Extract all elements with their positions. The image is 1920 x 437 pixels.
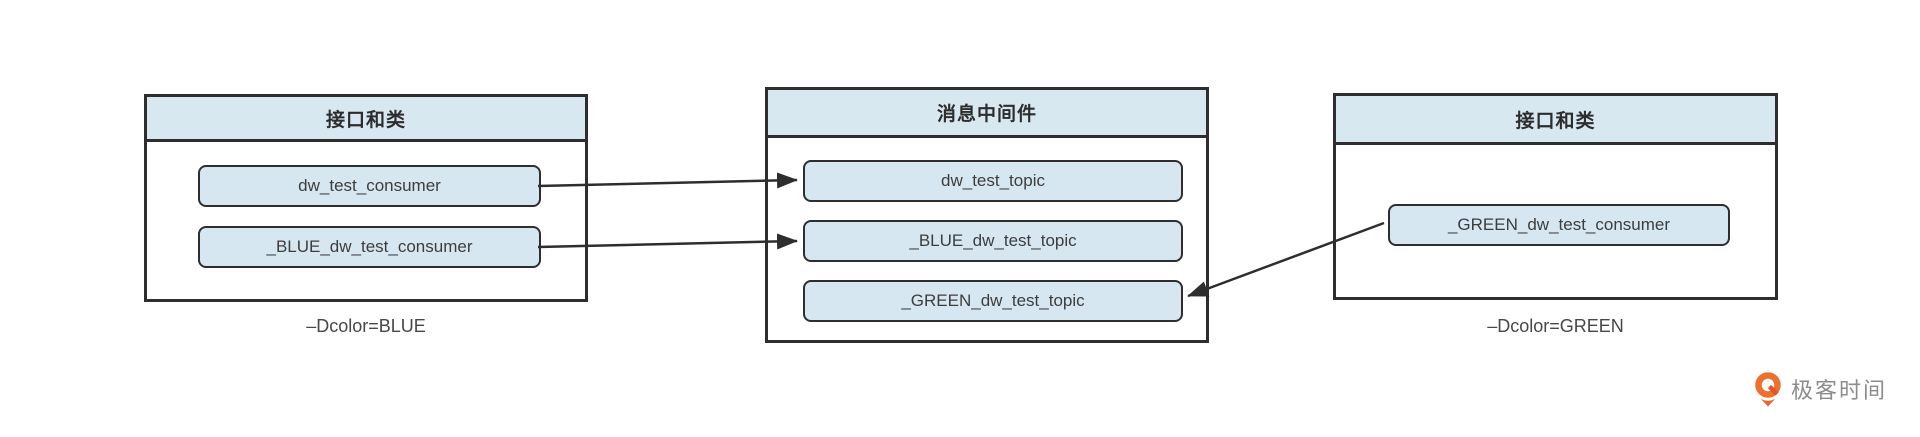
node-blue-dw-test-consumer: _BLUE_dw_test_consumer [198,226,541,268]
geektime-watermark: 极客时间 [1754,371,1887,407]
node-dw-test-topic: dw_test_topic [803,160,1183,202]
caption-dcolor-green: –Dcolor=GREEN [1487,316,1624,336]
node-dw-test-consumer: dw_test_consumer [198,165,541,207]
panel-middleware: 消息中间件 dw_test_topic _BLUE_dw_test_topic … [765,87,1209,343]
node-blue-dw-test-topic: _BLUE_dw_test_topic [803,220,1183,262]
node-green-dw-test-consumer: _GREEN_dw_test_consumer [1388,204,1730,246]
panel-interfaces-blue: 接口和类 dw_test_consumer _BLUE_dw_test_cons… [144,94,588,302]
panel-title-green: 接口和类 [1336,96,1775,145]
geektime-logo-icon [1755,372,1781,407]
panel-title-blue: 接口和类 [147,97,585,142]
panel-interfaces-green: 接口和类 _GREEN_dw_test_consumer [1333,93,1778,300]
panel-title-middleware: 消息中间件 [768,90,1206,138]
geektime-label: 极客时间 [1791,378,1888,403]
node-green-dw-test-topic: _GREEN_dw_test_topic [803,280,1183,322]
caption-dcolor-blue: –Dcolor=BLUE [306,316,426,336]
